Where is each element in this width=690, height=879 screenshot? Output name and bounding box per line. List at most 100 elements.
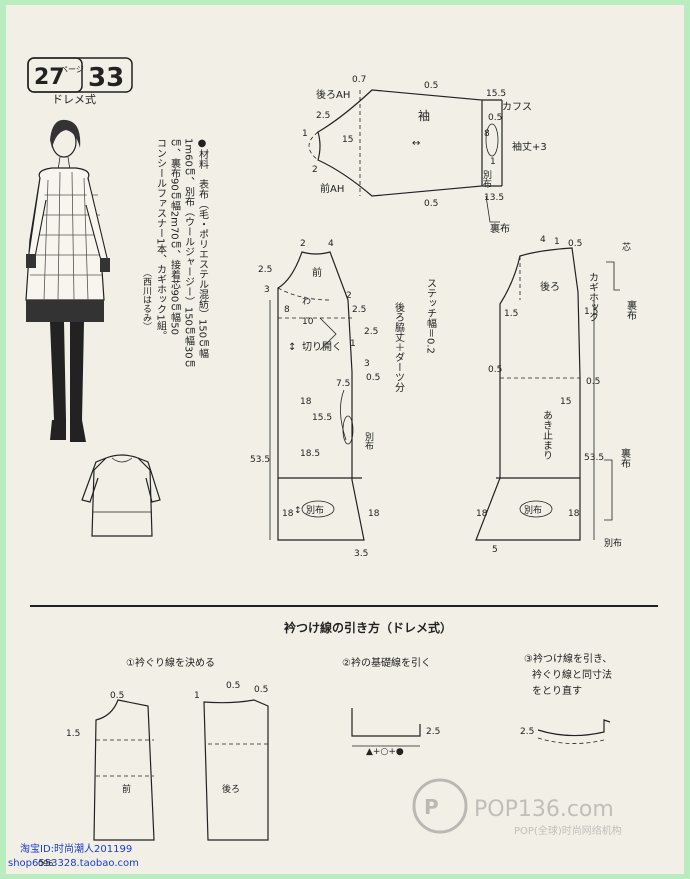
- front-dim-16: 18: [282, 509, 294, 519]
- watermark-subtitle: POP(全球)时尚网络机构: [514, 824, 622, 837]
- back-betsu-hem: 別布: [524, 504, 542, 516]
- page-kana: ページ: [60, 65, 84, 74]
- front-dim-8: 1: [350, 339, 356, 349]
- front-dim-4: 2.5: [352, 305, 366, 315]
- collar-step-1-front: 前: [122, 783, 131, 795]
- sleeve-dim-11: 0.5: [488, 113, 502, 123]
- collar-step-2-dim: 2.5: [426, 727, 440, 737]
- front-dim-10: 0.5: [366, 373, 380, 383]
- collar-section: 衿つけ線の引き方（ドレメ式） ①衿ぐり線を決める 前 後ろ 0.5 1.5 1 …: [66, 620, 612, 841]
- watermark-logo-text: P: [424, 795, 439, 819]
- front-dim-1: 2.5: [258, 265, 272, 275]
- sleeve-back-ah: 後ろAH: [316, 88, 350, 101]
- sleeve-dim-12: 1: [490, 157, 496, 167]
- back-lining-bottom: 裏布: [619, 447, 631, 469]
- collar-step-3-label-3: をとり直す: [532, 684, 582, 697]
- sleeve-dim-8: 0.5: [424, 199, 438, 209]
- model-number: 33: [88, 63, 124, 93]
- materials-line-1: ●材料 表布（毛・ポリエステル混紡）150㎝幅: [197, 138, 209, 359]
- footer-shop-id: 淘宝ID:时尚潮人201199: [20, 842, 132, 855]
- svg-text:↔: ↔: [412, 138, 420, 149]
- sleeve-dim-7: 2: [312, 165, 318, 175]
- back-dim-12: 5: [492, 545, 498, 555]
- sleeve-lining: 裏布: [490, 222, 510, 235]
- sleeve-title: 袖: [418, 108, 430, 123]
- watermark: P POP136.com POP(全球)时尚网络机构: [412, 778, 622, 837]
- back-dim-4: 1.5: [504, 309, 518, 319]
- method-label: ドレメ式: [52, 93, 96, 106]
- back-dim-2: 1: [554, 237, 560, 247]
- materials-block: ●材料 表布（毛・ポリエステル混紡）150㎝幅 1m60㎝、別布（ウールジャージ…: [141, 138, 209, 369]
- flat-sketch: [81, 454, 161, 537]
- collar-section-title: 衿つけ線の引き方（ドレメ式）: [284, 620, 452, 635]
- sleeve-length-note: 袖丈+3: [512, 140, 547, 153]
- stitch-width-note: ステッチ幅＝0.2: [425, 278, 437, 354]
- back-dim-8: 0.5: [586, 377, 600, 387]
- sleeve-dim-4: 15: [342, 135, 353, 145]
- back-dim-3: 0.5: [568, 239, 582, 249]
- materials-line-4: コンシールファスナー1本、カギホック1組。: [155, 138, 167, 341]
- model-illustration: [25, 119, 110, 442]
- front-dim-17: 18: [368, 509, 380, 519]
- sleeve-cuff: カフス: [502, 101, 532, 113]
- back-dim-5: 1.5: [584, 307, 598, 317]
- back-title: 後ろ: [540, 280, 560, 293]
- collar-step-1-dim-4: 0.5: [226, 681, 240, 691]
- front-dim-12: 18: [300, 397, 312, 407]
- collar-step-1-back: 後ろ: [222, 783, 240, 795]
- front-dim-11: 7.5: [336, 379, 350, 389]
- back-side-note: 後ろ脇丈＋ダーツ分: [393, 301, 405, 393]
- materials-line-2: 1m60㎝、別布（ウールジャージー）150㎝幅30㎝: [183, 138, 195, 369]
- back-betsu-side: 別布: [604, 537, 622, 549]
- footer-shop-url: shop6553328.taobao.com: [8, 858, 139, 869]
- front-kirihiraku: 切り開く: [302, 341, 342, 353]
- back-lining-top: 裏布: [625, 299, 637, 321]
- collar-step-2-formula: ▲+○+●: [366, 747, 404, 757]
- front-dim-14: 18.5: [300, 449, 320, 459]
- sleeve-dim-1: 0.7: [352, 75, 366, 85]
- front-dim-20: 2: [300, 239, 306, 249]
- front-dim-5: 8: [284, 305, 290, 315]
- collar-step-1-dim-1: 0.5: [110, 691, 124, 701]
- back-dim-7: 15: [560, 397, 571, 407]
- back-dim-6: 0.5: [488, 365, 502, 375]
- collar-step-1-dim-3: 1: [194, 691, 200, 701]
- collar-step-3-label: ③衿つけ線を引き、: [524, 652, 612, 665]
- collar-step-1-dim-5: 0.5: [254, 685, 268, 695]
- front-dim-7: 2.5: [364, 327, 378, 337]
- sleeve-dim-3: 2.5: [316, 111, 330, 121]
- front-dim-9: 3: [364, 359, 370, 369]
- page-badge: 27 ページ 33 ドレメ式: [27, 57, 133, 106]
- sleeve-pattern: 袖 ↔ 後ろAH 前AH カフス 袖丈+3 別布 裏布 0.7 0.5 2.5 …: [302, 75, 547, 235]
- back-dim-10: 18: [476, 509, 488, 519]
- front-dim-3: 2: [346, 291, 352, 301]
- sleeve-betsu: 別布: [481, 170, 492, 189]
- front-wa: わ: [302, 296, 311, 307]
- collar-step-3-label-2: 衿ぐり線と同寸法: [532, 668, 612, 681]
- back-dim-11: 18: [568, 509, 580, 519]
- sleeve-dim-9: 8: [484, 129, 490, 139]
- back-pattern: 後ろ カギホック 芯 裏布 裏布 あき止まり 別布 別布 4 1 0.5 1.5…: [475, 235, 637, 555]
- materials-credit: （西川はるみ）: [141, 268, 152, 331]
- front-dim-13: 15.5: [312, 413, 332, 423]
- front-betsu-hem: 別布: [306, 504, 324, 516]
- collar-step-2-label: ②衿の基礎線を引く: [342, 656, 431, 669]
- svg-text:↕: ↕: [294, 506, 302, 516]
- front-pattern: 前 わ 切り開く ↕ 別布 別布 ↕ 2.5 3 2 2.5 8 10 2.5 …: [250, 239, 380, 559]
- sleeve-dim-6: 1: [302, 129, 308, 139]
- pattern-page: [6, 5, 684, 874]
- sleeve-dim-2: 0.5: [424, 81, 438, 91]
- back-akidomari: あき止まり: [541, 410, 553, 460]
- collar-step-1-dim-2: 1.5: [66, 729, 80, 739]
- front-dim-2: 3: [264, 285, 270, 295]
- watermark-brand: POP136.com: [474, 797, 614, 822]
- sleeve-dim-5: 15.5: [486, 89, 506, 99]
- front-dim-19: 4: [328, 239, 334, 249]
- front-betsu-side: 別布: [363, 432, 374, 451]
- front-dim-15: 53.5: [250, 455, 270, 465]
- collar-step-3-dim: 2.5: [520, 727, 534, 737]
- back-kagihook: カギホック: [587, 272, 599, 322]
- collar-step-1-label: ①衿ぐり線を決める: [126, 656, 215, 669]
- front-dim-6: 10: [302, 317, 314, 327]
